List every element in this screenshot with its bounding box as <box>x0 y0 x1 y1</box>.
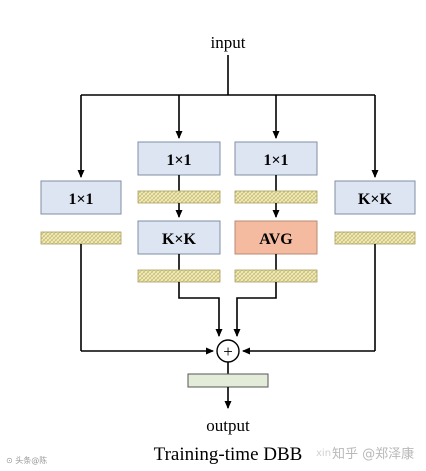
merge-lines <box>80 244 376 355</box>
conv1x1-box <box>40 180 122 215</box>
input-label: input <box>211 33 246 52</box>
watermark-left: ⊙ 头条@陈 <box>6 455 47 465</box>
convKxK-box <box>137 220 221 255</box>
watermark-right: 知乎 @郑泽康 <box>332 446 414 462</box>
avg-pool-box <box>234 220 318 255</box>
watermark-faint: xin <box>316 448 331 459</box>
avg-pool-label: AVG <box>259 231 293 248</box>
add-symbol: + <box>223 342 233 361</box>
output-label: output <box>206 416 250 435</box>
convKxK-box <box>334 180 416 215</box>
bn-bar <box>40 231 122 245</box>
bn-bar <box>234 190 318 204</box>
bn-bar <box>234 269 318 283</box>
input-split-lines <box>77 55 379 178</box>
branch-2: 1×1 K×K <box>137 141 221 283</box>
conv1x1-label: 1×1 <box>166 152 191 169</box>
convKxK-label: K×K <box>358 191 393 208</box>
bn-bar <box>137 269 221 283</box>
branch-4: K×K <box>334 180 416 245</box>
conv1x1-label: 1×1 <box>68 191 93 208</box>
bn-bar <box>137 190 221 204</box>
output-bar <box>187 373 269 388</box>
bn-bar <box>334 231 416 245</box>
conv1x1-box <box>137 141 221 176</box>
conv1x1-label: 1×1 <box>263 152 288 169</box>
convKxK-label: K×K <box>162 231 197 248</box>
branch-1: 1×1 <box>40 180 122 245</box>
branch-3: 1×1 AVG <box>234 141 318 283</box>
diagram-title: Training-time DBB <box>154 444 303 465</box>
